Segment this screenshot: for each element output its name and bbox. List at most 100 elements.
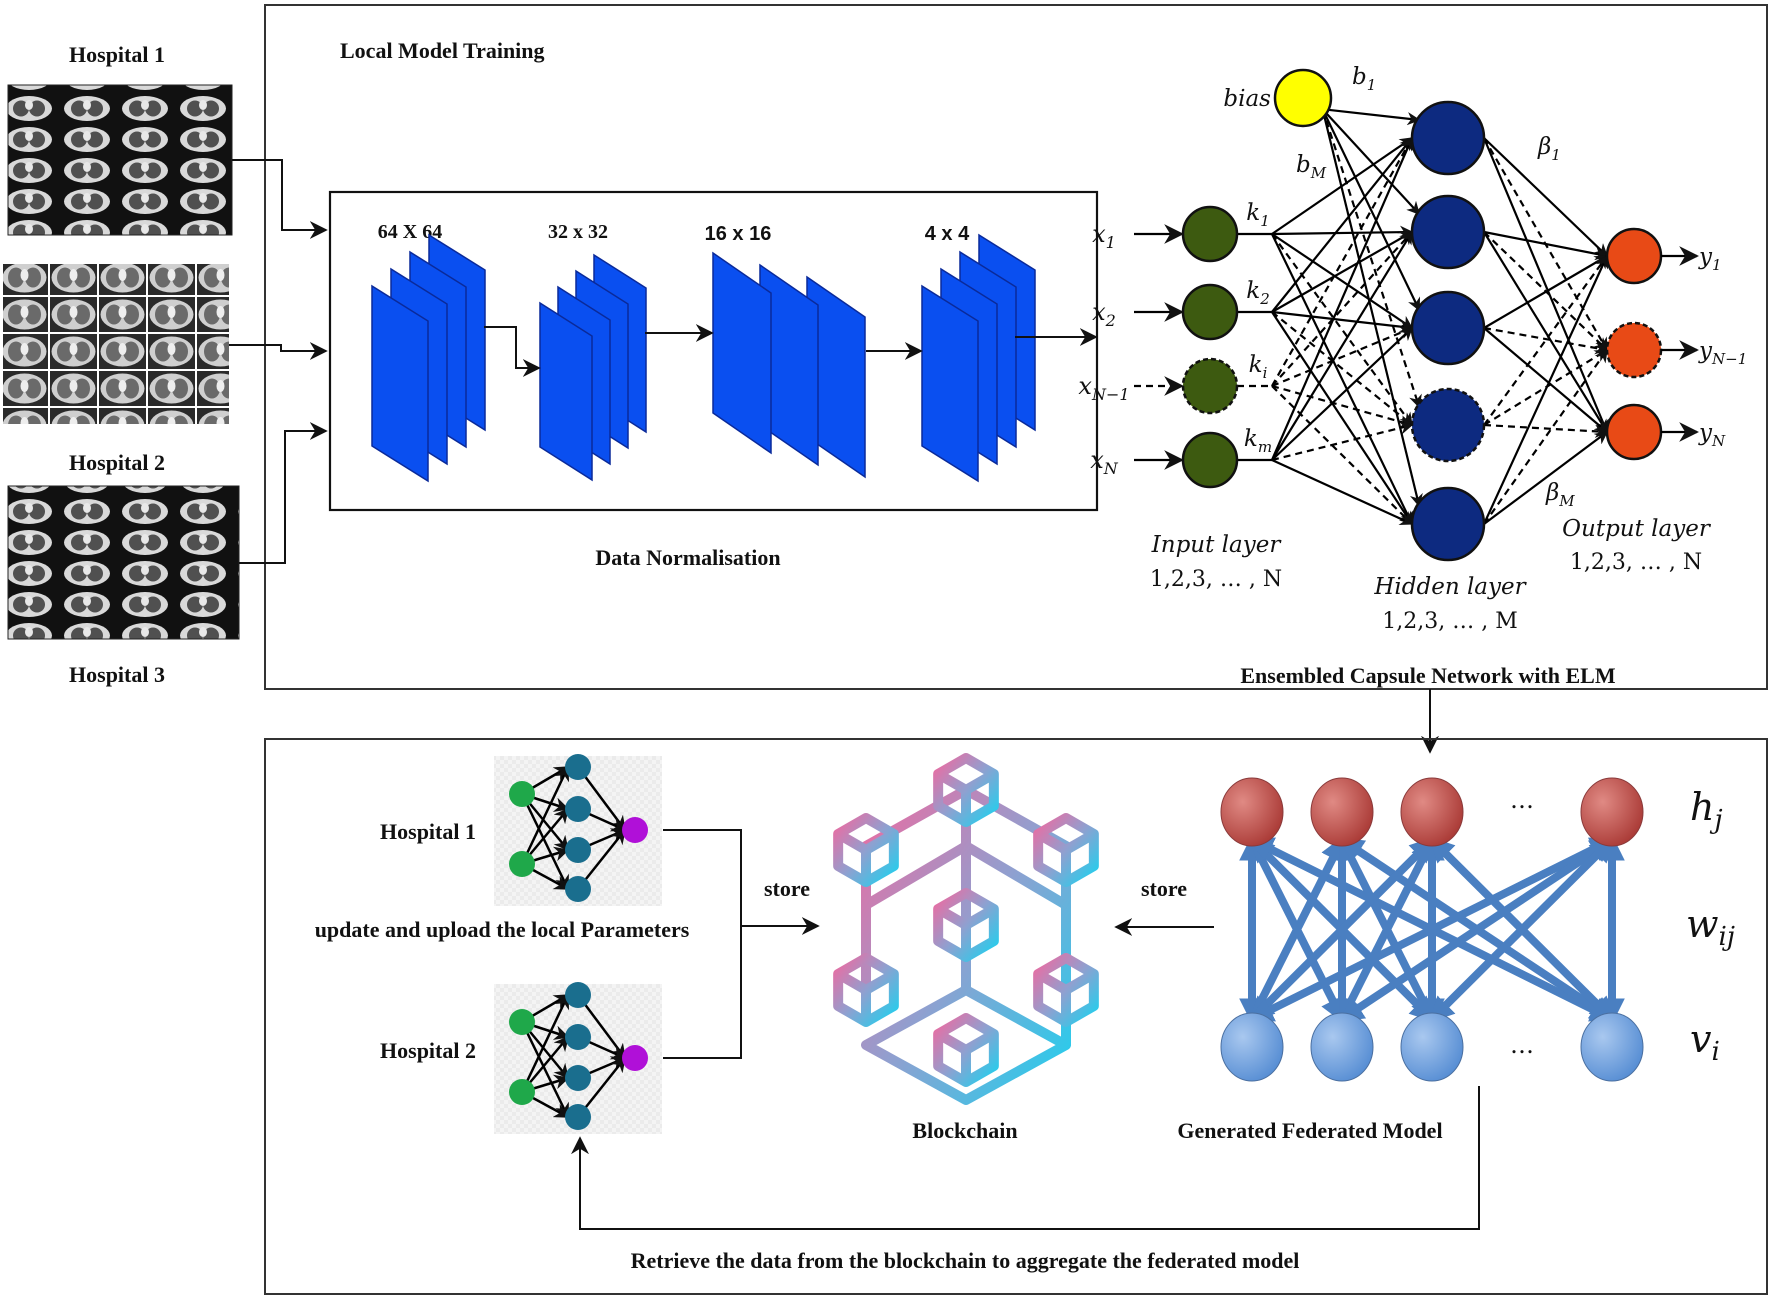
upload-caption: update and upload the local Parameters: [315, 917, 690, 942]
hospital-1-ct-images: [7, 84, 233, 236]
input-hidden-edge: [1271, 225, 1414, 239]
visible-units-label: vi: [1690, 1017, 1720, 1067]
input-hidden-edge: [1271, 458, 1414, 526]
input-label: x2: [1092, 298, 1116, 330]
stage-size-label: 32 x 32: [548, 221, 608, 243]
input-weight-label: km: [1244, 426, 1272, 456]
hidden-output-edge: [1483, 423, 1609, 438]
input-node: [1181, 283, 1239, 341]
input-hidden-edge: [1270, 136, 1414, 461]
hidden-node: [1410, 194, 1486, 270]
bias-hidden-edge: [1322, 108, 1421, 126]
visible-unit: [1310, 1012, 1374, 1082]
bias-label: bias: [1223, 86, 1271, 112]
input-label: x1: [1092, 220, 1116, 252]
output-node: [1605, 403, 1663, 461]
hidden-output-edge: [1483, 254, 1609, 525]
local-hidden-node: [565, 837, 591, 863]
hidden-output-edge: [1483, 137, 1608, 257]
local-hidden-node: [565, 1024, 591, 1050]
input-hidden-edge: [1271, 233, 1414, 329]
hospital-2-connector: [229, 342, 328, 360]
hidden-unit: [1310, 777, 1374, 847]
local-training-title: Local Model Training: [340, 38, 545, 63]
block-cube: [933, 888, 999, 962]
local-input-node: [509, 1079, 535, 1105]
input-hidden-edge: [1271, 327, 1413, 461]
bias-hidden-edge: [1321, 108, 1422, 409]
bias-hidden-edge: [1321, 108, 1421, 312]
blockchain-icon: [833, 753, 1099, 1105]
block-cube: [1033, 953, 1099, 1027]
output-node: [1605, 227, 1663, 285]
block-cube: [933, 753, 999, 827]
hidden-units-label: hj: [1690, 785, 1723, 835]
feature-map: [921, 284, 979, 483]
input-node: [1181, 205, 1239, 263]
federation-panel: [264, 738, 1768, 1295]
input-hidden-edge: [1271, 233, 1413, 526]
blockchain-caption: Blockchain: [912, 1118, 1017, 1143]
feature-map: [371, 284, 429, 483]
local-edge: [520, 1021, 570, 1119]
federated-edge: [1428, 836, 1616, 1023]
feature-map: [539, 301, 593, 482]
hidden-output-edge: [1483, 431, 1609, 525]
hidden-output-edge: [1483, 326, 1609, 355]
input-hidden-edge: [1271, 421, 1414, 462]
local-hidden-node: [565, 754, 591, 780]
retrieve-caption: Retrieve the data from the blockchain to…: [631, 1248, 1300, 1273]
hidden-layer-range: 1,2,3, … , M: [1382, 609, 1517, 634]
hospital-3-label: Hospital 3: [69, 662, 165, 687]
hidden-node: [1410, 100, 1486, 176]
hospital-1-connector: [232, 159, 328, 239]
input-hidden-edge: [1271, 385, 1413, 525]
input-hidden-edge: [1271, 384, 1414, 429]
feature-map: [712, 251, 772, 455]
input-hidden-edge: [1271, 311, 1413, 526]
stage-size-label: 64 X 64: [378, 221, 442, 243]
input-weight-label: ki: [1249, 352, 1268, 382]
output-label: y1: [1698, 244, 1722, 274]
weights-label: wij: [1686, 902, 1735, 952]
input-weight-label: k1: [1246, 200, 1269, 230]
local-model-2-label: Hospital 2: [380, 1038, 476, 1063]
input-hidden-edge: [1271, 310, 1414, 334]
local-training-panel: [264, 4, 1768, 690]
local-edge: [520, 993, 570, 1093]
input-hidden-edge: [1271, 311, 1414, 426]
local-input-node: [509, 1009, 535, 1035]
hidden-node: [1410, 290, 1486, 366]
block-cube: [933, 1013, 999, 1087]
federated-model-network: [1220, 777, 1644, 1082]
hidden-node: [1410, 387, 1486, 463]
federated-caption: Generated Federated Model: [1177, 1118, 1442, 1143]
input-hidden-edge: [1271, 231, 1413, 387]
elm-caption: Ensembled Capsule Network with ELM: [1240, 663, 1615, 688]
hidden-output-edge: [1482, 137, 1609, 434]
block-cube: [833, 953, 899, 1027]
input-hidden-edge: [1271, 326, 1414, 388]
local-model-2-network: [494, 982, 662, 1134]
hidden-output-edge: [1483, 255, 1609, 329]
output-layer-title: Output layer: [1562, 516, 1712, 542]
local-hidden-node: [565, 876, 591, 902]
input-hidden-edge: [1271, 136, 1413, 313]
normalisation-box: [328, 190, 1099, 512]
input-hidden-edge: [1271, 230, 1413, 461]
upload-connector-1: [663, 829, 742, 1059]
hidden-output-edge: [1483, 254, 1608, 426]
store-label-left: store: [764, 876, 810, 901]
local-hidden-node: [565, 796, 591, 822]
stage-size-label: 4 x 4: [925, 223, 970, 245]
local-model-1-network: [494, 754, 662, 906]
store-label-right: store: [1141, 876, 1187, 901]
visible-units-ellipsis: …: [1510, 1031, 1534, 1059]
hospital-1-label: Hospital 1: [69, 42, 165, 67]
input-label: xN: [1090, 446, 1119, 478]
block-cube: [1033, 813, 1099, 887]
hidden-output-edge: [1483, 230, 1609, 261]
